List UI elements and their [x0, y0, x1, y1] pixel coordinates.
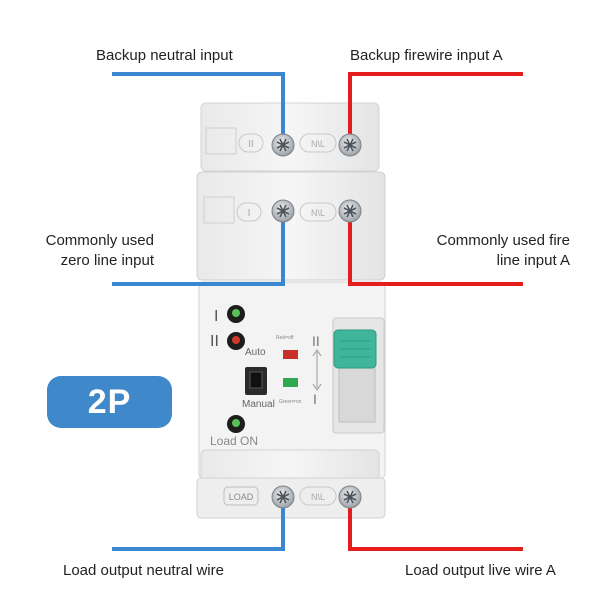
- common-fire-wire: [348, 211, 523, 286]
- svg-text:N\L: N\L: [311, 208, 325, 218]
- red-status-window: [283, 350, 298, 359]
- green-status-window: [283, 378, 298, 387]
- auto-label: Auto: [245, 347, 266, 358]
- svg-text:N\L: N\L: [311, 139, 325, 149]
- live-wires: [348, 72, 523, 551]
- svg-text:II: II: [248, 139, 254, 150]
- screw-icon: [338, 485, 362, 509]
- screw-icon: [271, 485, 295, 509]
- svg-text:N\L: N\L: [311, 492, 325, 502]
- svg-text:II: II: [312, 333, 320, 349]
- bottom-terminal-row: LOAD N\L: [223, 486, 337, 506]
- marker-two: II: [210, 333, 219, 350]
- svg-text:Green=on: Green=on: [279, 399, 302, 405]
- screw-icon: [338, 199, 362, 223]
- screw-icon: [271, 199, 295, 223]
- svg-text:Red=off: Red=off: [276, 335, 294, 341]
- svg-text:I: I: [248, 208, 251, 219]
- top-terminal-row-2: I N\L: [203, 196, 337, 224]
- backup-neutral-wire: [112, 72, 285, 145]
- label-load-neutral: Load output neutral wire: [63, 562, 224, 579]
- label-common-zero-2: zero line input: [60, 252, 154, 269]
- marker-one: I: [214, 308, 218, 325]
- screw-icon: [271, 133, 295, 157]
- label-common-fire-1: Commonly used fire: [436, 232, 570, 249]
- terminal-screws: [271, 133, 362, 509]
- screw-icon: [338, 133, 362, 157]
- neutral-wires: [112, 72, 285, 551]
- svg-text:LOAD: LOAD: [229, 492, 254, 502]
- label-load-live: Load output live wire A: [405, 562, 556, 579]
- top-terminal-row-1: II N\L: [205, 127, 337, 155]
- label-backup-fire: Backup firewire input A: [350, 47, 503, 64]
- load-live-wire: [348, 497, 523, 551]
- device-body: [196, 102, 386, 519]
- label-common-zero-1: Commonly used: [45, 232, 154, 249]
- common-zero-wire: [112, 211, 285, 286]
- manual-label: Manual: [242, 399, 275, 410]
- label-backup-neutral: Backup neutral input: [96, 47, 233, 64]
- backup-fire-wire: [348, 72, 523, 145]
- label-common-fire-2: line input A: [496, 252, 570, 269]
- load-neutral-wire: [112, 497, 285, 551]
- front-panel: I II Auto Manual Load ON Red=off Green=o…: [210, 305, 385, 448]
- pole-count-badge: 2P: [47, 376, 172, 428]
- svg-text:I: I: [313, 391, 317, 407]
- load-on-label: Load ON: [210, 434, 258, 448]
